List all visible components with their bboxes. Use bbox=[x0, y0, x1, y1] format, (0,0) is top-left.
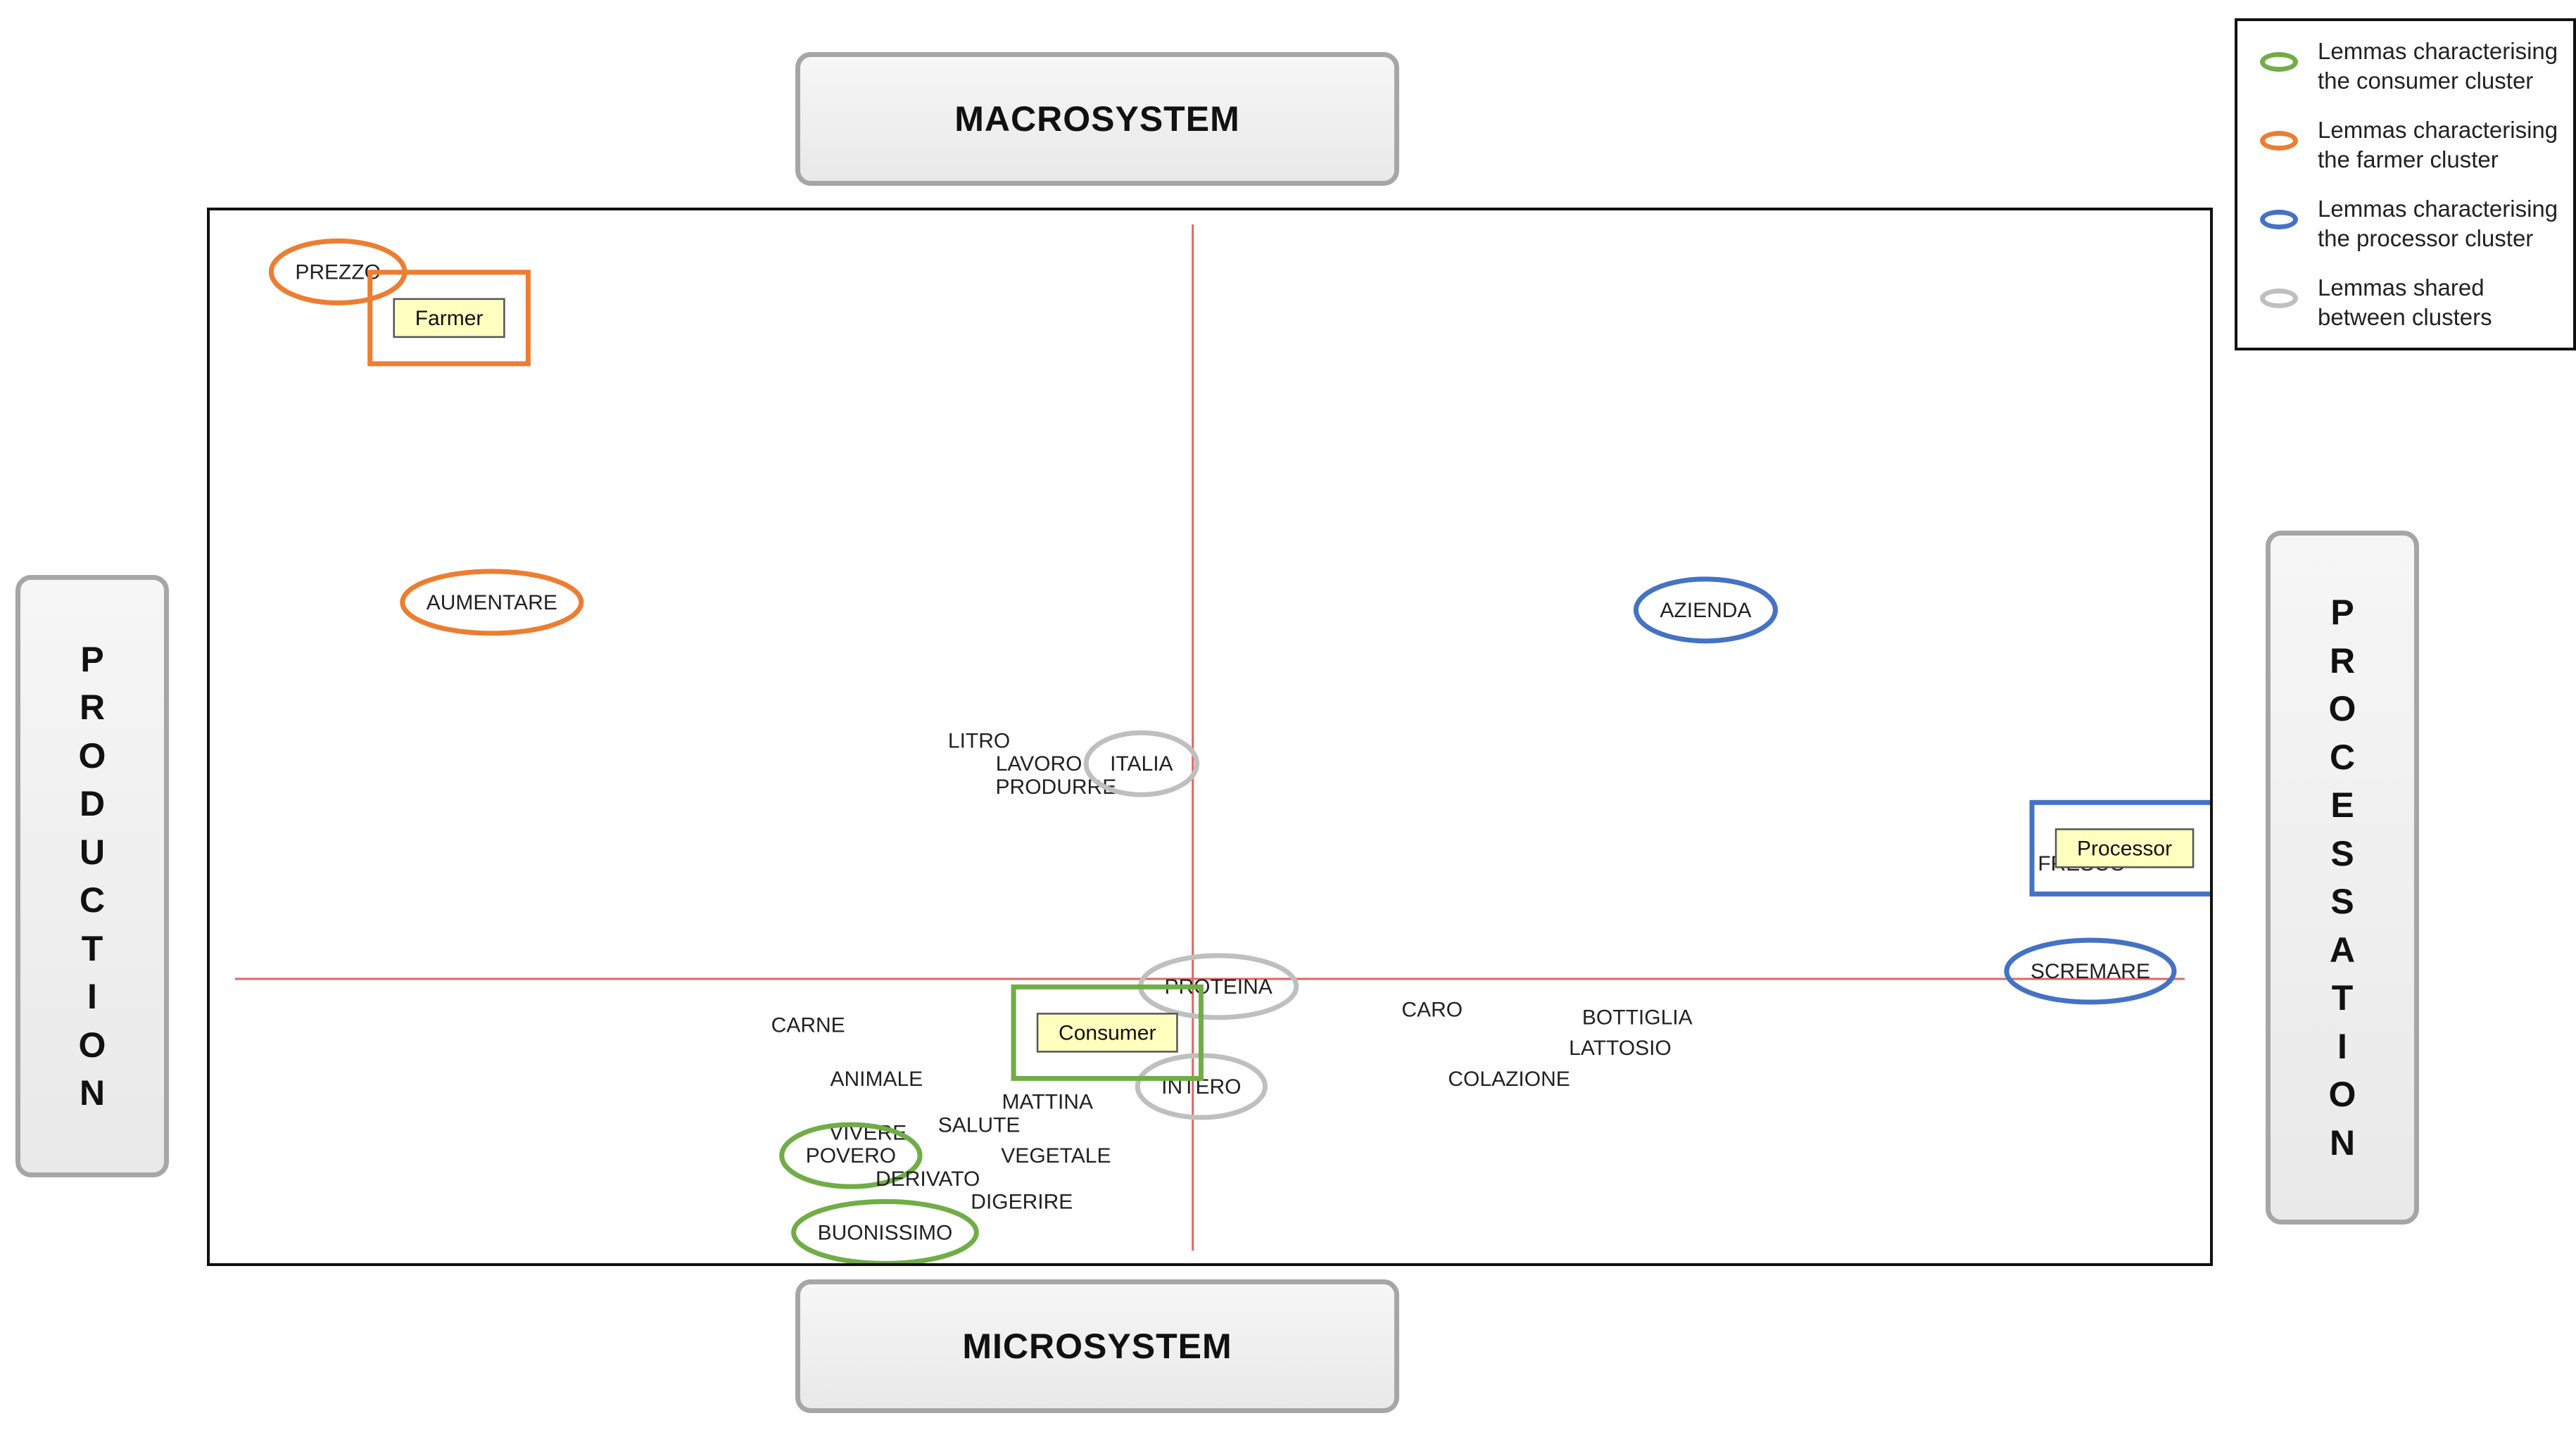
legend-text-farmer: Lemmas characterising the farmer cluster bbox=[2318, 115, 2571, 175]
legend-line: Lemmas characterising bbox=[2318, 38, 2558, 64]
cluster-label-box-consumer bbox=[1036, 1013, 1178, 1053]
lemma-label: ANIMALE bbox=[830, 1068, 923, 1091]
axis-left-letter: D bbox=[79, 784, 106, 823]
legend-swatch-farmer bbox=[2260, 131, 2298, 151]
axis-left-letter: N bbox=[79, 1073, 106, 1113]
legend-item-processor: Lemmas characterising the processor clus… bbox=[2237, 184, 2573, 262]
axis-right-letter: C bbox=[2329, 737, 2356, 777]
axis-right-letter: A bbox=[2329, 930, 2356, 970]
legend-text-consumer: Lemmas characterising the consumer clust… bbox=[2318, 37, 2571, 96]
legend-swatch-processor bbox=[2260, 210, 2298, 229]
axis-label-bottom: MICROSYSTEM bbox=[795, 1279, 1399, 1413]
axis-right-letter: S bbox=[2330, 833, 2354, 873]
legend-text-shared: Lemmas shared between clusters bbox=[2318, 273, 2571, 332]
lemma-ellipse-consumer bbox=[791, 1198, 979, 1263]
lemma-label: AZIENDA bbox=[1660, 599, 1751, 622]
lemma-label: AUMENTARE bbox=[427, 591, 557, 614]
legend-item-farmer: Lemmas characterising the farmer cluster bbox=[2237, 106, 2573, 183]
legend-line: Lemmas characterising bbox=[2318, 117, 2558, 143]
lemma-label: POVERO bbox=[806, 1144, 896, 1168]
lemma-label: PREZZO bbox=[295, 260, 381, 284]
lemma-label: LITRO bbox=[948, 729, 1010, 752]
axis-right-letter: E bbox=[2330, 785, 2354, 825]
lemma-label: LATTOSIO bbox=[1569, 1037, 1672, 1060]
legend-line: the processor cluster bbox=[2318, 225, 2534, 251]
legend-line: Lemmas characterising bbox=[2318, 196, 2558, 222]
lemma-ellipse-consumer bbox=[779, 1122, 923, 1189]
lemma-label: CARO bbox=[1401, 999, 1463, 1022]
legend-text-processor: Lemmas characterising the processor clus… bbox=[2318, 194, 2571, 253]
cluster-label-processor: Processor bbox=[2077, 837, 2172, 860]
lemma-label: BOTTIGLIA bbox=[1582, 1006, 1693, 1030]
axis-left-letter: P bbox=[80, 639, 104, 679]
axis-left-letter: U bbox=[79, 832, 106, 872]
axis-left-letter: O bbox=[78, 735, 106, 776]
legend-swatch-consumer bbox=[2260, 52, 2298, 72]
lemma-ellipse-farmer bbox=[400, 569, 584, 636]
legend-line: the consumer cluster bbox=[2318, 68, 2534, 94]
lemma-label: VEGETALE bbox=[1001, 1144, 1111, 1168]
legend-item-consumer: Lemmas characterising the consumer clust… bbox=[2237, 27, 2573, 104]
lemma-label: CARNE bbox=[771, 1013, 845, 1037]
axis-left-letter: C bbox=[79, 880, 106, 920]
axis-left-letter: R bbox=[79, 688, 106, 727]
axis-left-letter: O bbox=[78, 1025, 106, 1065]
cluster-label-consumer: Consumer bbox=[1059, 1021, 1156, 1044]
legend-line: Lemmas shared bbox=[2318, 274, 2485, 300]
cluster-label-farmer: Farmer bbox=[415, 307, 484, 330]
lemma-ellipse-shared bbox=[1083, 730, 1200, 797]
cluster-frame-farmer bbox=[367, 270, 531, 367]
lemma-label: MATTINA bbox=[1002, 1091, 1093, 1114]
cluster-frame-processor bbox=[2029, 799, 2210, 897]
lemma-label: LAVORO bbox=[996, 752, 1082, 776]
axis-right-letter: I bbox=[2337, 1026, 2347, 1066]
legend-item-shared: Lemmas shared between clusters bbox=[2237, 263, 2573, 341]
axis-right-letter: R bbox=[2329, 640, 2356, 681]
lemma-label: PRODURRE bbox=[996, 776, 1117, 799]
plot-svg: PREZZO AUMENTARE LITROLAVOROPRODURREITALIA… bbox=[235, 224, 2210, 1263]
lemma-label: COLAZIONE bbox=[1448, 1068, 1570, 1091]
legend-line: between clusters bbox=[2318, 304, 2492, 330]
lemma-ellipse-processor bbox=[2004, 937, 2177, 1005]
axis-left-letter: T bbox=[81, 928, 103, 968]
axis-right-letter: O bbox=[2328, 689, 2356, 728]
legend: Lemmas characterising the consumer clust… bbox=[2235, 18, 2576, 350]
legend-line: the farmer cluster bbox=[2318, 146, 2499, 172]
legend-swatch-shared bbox=[2260, 289, 2298, 308]
axis-right-letter: N bbox=[2329, 1122, 2356, 1163]
axis-right-letter: P bbox=[2330, 593, 2354, 632]
axis-right-letter: T bbox=[2331, 978, 2354, 1018]
lemma-label: BUONISSIMO bbox=[818, 1221, 953, 1244]
axis-left-letter: I bbox=[87, 977, 97, 1016]
cluster-label-box-processor bbox=[2054, 828, 2195, 868]
lemma-ellipse-processor bbox=[1633, 576, 1778, 644]
axis-label-top: MACROSYSTEM bbox=[795, 52, 1399, 186]
lemma-label: SCREMARE bbox=[2031, 960, 2150, 983]
lemma-label: DIGERIRE bbox=[971, 1191, 1073, 1214]
lemma-label: SALUTE bbox=[938, 1113, 1021, 1137]
cluster-frame-consumer bbox=[1011, 984, 1204, 1081]
lemma-label: ITALIA bbox=[1110, 752, 1173, 776]
axis-right-letter: S bbox=[2330, 882, 2354, 921]
axis-right-letter: O bbox=[2328, 1075, 2356, 1114]
cluster-label-box-farmer bbox=[393, 298, 505, 338]
lemma-label: DERIVATO bbox=[876, 1168, 980, 1191]
